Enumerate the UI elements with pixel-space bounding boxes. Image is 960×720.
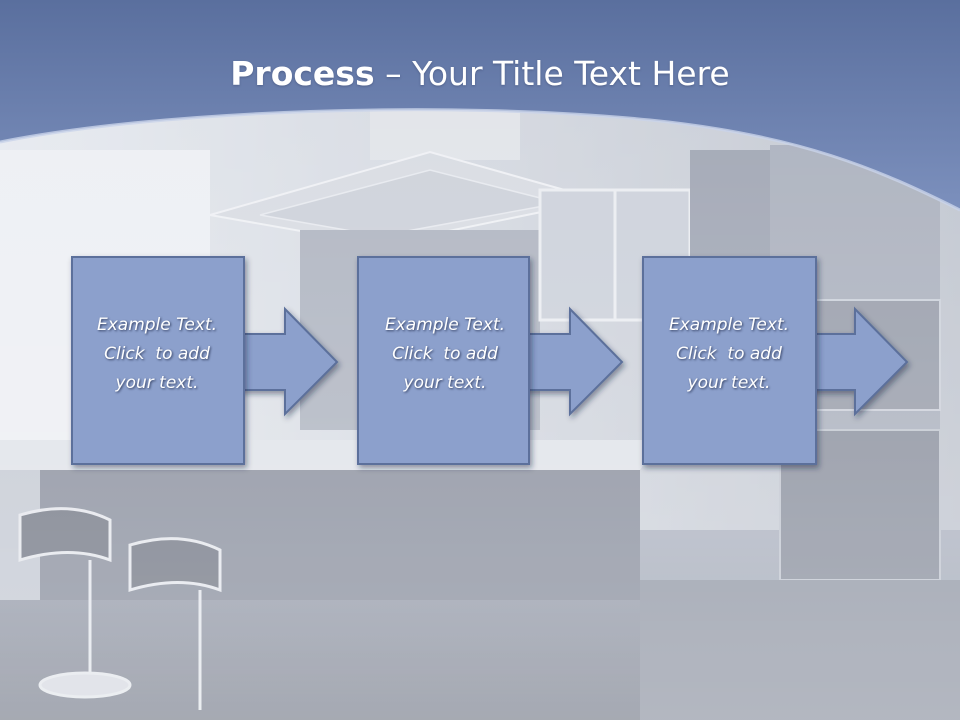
step-2-line-1: Example Text. [384,315,506,335]
process-arrow-3 [809,306,909,417]
process-arrow-1 [239,306,339,417]
process-box-1[interactable] [71,256,245,465]
step-1-line-1: Example Text. [96,315,218,335]
process-box-3[interactable] [642,256,817,465]
process-box-2[interactable] [357,256,530,465]
slide-title[interactable]: Process – Your Title Text Here [0,52,960,96]
step-2-line-3: your text. [403,373,487,393]
title-bold-word: Process [230,54,375,93]
process-step-2-text[interactable]: Example Text. Click to add your text. [360,311,530,398]
title-rest: Your Title Text Here [412,54,730,93]
step-2-line-2: Click to add [392,344,498,364]
process-arrow-2 [524,306,624,417]
step-3-line-1: Example Text. [668,315,790,335]
process-step-3-text[interactable]: Example Text. Click to add your text. [644,311,814,398]
title-dash: – [385,54,402,93]
process-step-1-text[interactable]: Example Text. Click to add your text. [72,311,242,398]
step-1-line-3: your text. [115,373,199,393]
step-1-line-2: Click to add [104,344,210,364]
step-3-line-3: your text. [687,373,771,393]
step-3-line-2: Click to add [676,344,782,364]
